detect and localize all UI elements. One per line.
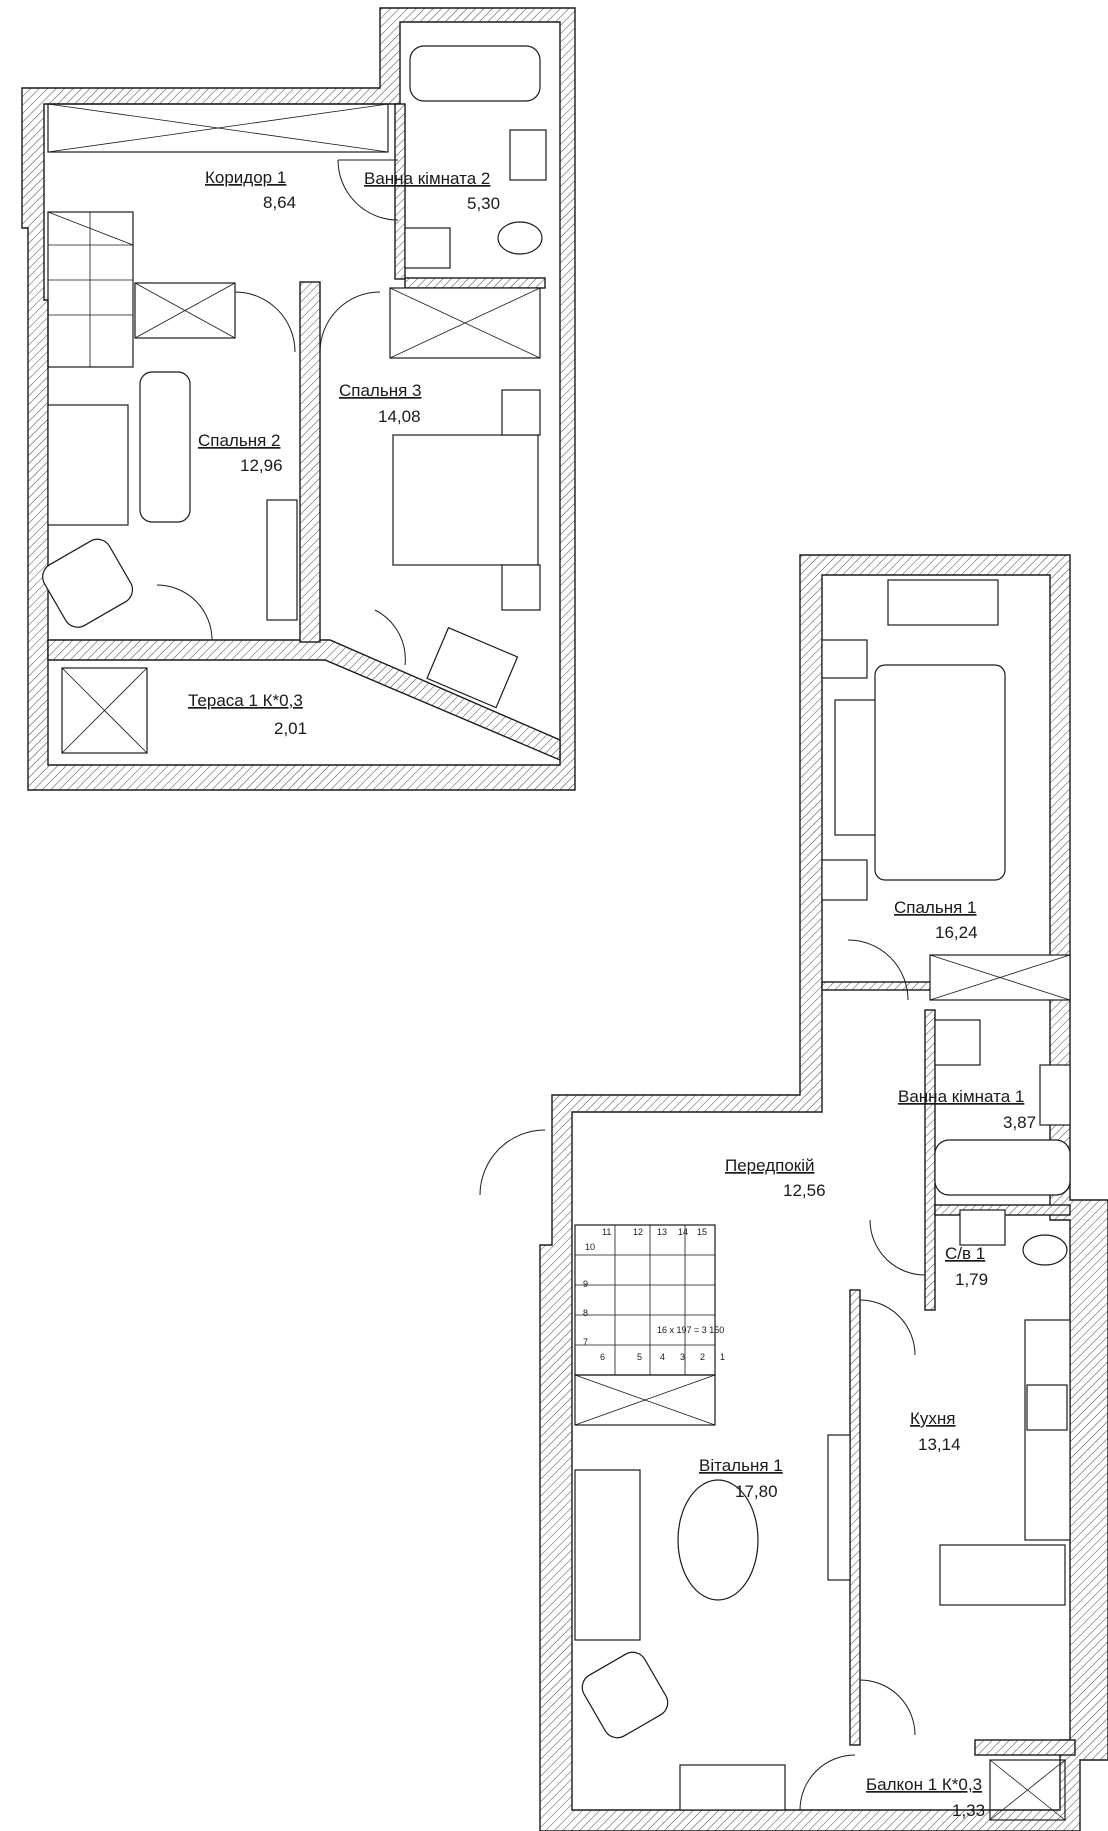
bed-bedroom-3 bbox=[392, 434, 539, 566]
label-hallway: Передпокій bbox=[725, 1156, 815, 1175]
rug-bedroom-2 bbox=[139, 371, 191, 523]
stair-step-5: 5 bbox=[637, 1352, 642, 1362]
rug-bedroom-1 bbox=[874, 664, 1006, 881]
lower-labels: Спальня 1 16,24 Ванна кімната 1 3,87 Пер… bbox=[583, 898, 1036, 1820]
bathtub-bath-1 bbox=[934, 1139, 1071, 1196]
label-wc-1: С/в 1 bbox=[945, 1244, 985, 1263]
toilet-wc bbox=[1022, 1234, 1068, 1266]
label-bedroom-3: Спальня 3 bbox=[339, 381, 422, 400]
stair-step-2: 2 bbox=[700, 1352, 705, 1362]
bidet-upper bbox=[404, 227, 451, 269]
stair-step-15: 15 bbox=[697, 1227, 707, 1237]
armchair-living bbox=[581, 1651, 669, 1739]
nightstand-1a bbox=[821, 639, 868, 679]
door-bedroom-2 bbox=[234, 291, 296, 353]
label-balcony-1: Балкон 1 К*0,3 bbox=[866, 1775, 982, 1794]
area-bedroom-2: 12,96 bbox=[240, 456, 283, 475]
stair-step-4: 4 bbox=[660, 1352, 665, 1362]
kitchen-table bbox=[939, 1544, 1066, 1606]
sink-wc bbox=[959, 1209, 1006, 1246]
stair-step-8: 8 bbox=[583, 1308, 588, 1318]
door-living-kitchen bbox=[859, 1679, 916, 1736]
bed-bedroom-2 bbox=[47, 404, 129, 526]
label-bathroom-2: Ванна кімната 2 bbox=[364, 169, 490, 188]
stair-note: 16 х 197 = 3 150 bbox=[657, 1325, 724, 1335]
stair-upper bbox=[47, 211, 134, 368]
area-bedroom-3: 14,08 bbox=[378, 407, 421, 426]
stair-step-11: 11 bbox=[602, 1227, 611, 1237]
label-corridor-1: Коридор 1 bbox=[205, 168, 286, 187]
door-terrace-a bbox=[156, 584, 213, 641]
door-balcony bbox=[799, 1754, 856, 1811]
nightstand-top bbox=[501, 389, 541, 436]
label-kitchen: Кухня bbox=[910, 1409, 956, 1428]
label-bedroom-1: Спальня 1 bbox=[894, 898, 977, 917]
desk-bedroom-3 bbox=[426, 626, 519, 709]
stair-step-14: 14 bbox=[678, 1227, 688, 1237]
label-bedroom-2: Спальня 2 bbox=[198, 431, 281, 450]
partition-bedrooms bbox=[299, 281, 321, 643]
door-terrace-b bbox=[374, 609, 406, 666]
upper-floor bbox=[21, 7, 576, 791]
stair-storage bbox=[574, 1374, 716, 1426]
label-bathroom-1: Ванна кімната 1 bbox=[898, 1087, 1024, 1106]
stair-step-3: 3 bbox=[680, 1352, 685, 1362]
washer-bath-1 bbox=[1039, 1064, 1071, 1126]
door-kitchen bbox=[859, 1299, 916, 1356]
partition-balcony bbox=[974, 1739, 1076, 1756]
upper-labels: Коридор 1 8,64 Ванна кімната 2 5,30 Спал… bbox=[188, 168, 500, 738]
desk-bedroom-1 bbox=[887, 579, 999, 626]
area-living-room-1: 17,80 bbox=[735, 1482, 778, 1501]
area-wc-1: 1,79 bbox=[955, 1270, 988, 1289]
door-wc bbox=[869, 1219, 926, 1276]
area-bathroom-2: 5,30 bbox=[467, 194, 500, 213]
tv-unit bbox=[827, 1434, 851, 1581]
nightstand-1b bbox=[821, 859, 868, 901]
stair-block bbox=[574, 1224, 716, 1376]
terrace-skylight bbox=[61, 667, 148, 754]
partition-kitchen-living bbox=[849, 1289, 861, 1746]
area-bathroom-1: 3,87 bbox=[1003, 1113, 1036, 1132]
stair-step-1: 1 bbox=[720, 1352, 725, 1362]
sink-upper bbox=[509, 129, 547, 181]
door-bedroom-3 bbox=[319, 291, 381, 353]
door-entrance bbox=[479, 1129, 546, 1196]
kitchen-hob bbox=[1026, 1384, 1068, 1431]
stair-step-10: 10 bbox=[585, 1242, 595, 1252]
area-corridor-1: 8,64 bbox=[263, 193, 296, 212]
stair-lower-block bbox=[134, 282, 236, 339]
armchair-bedroom-2 bbox=[42, 538, 134, 628]
lower-floor bbox=[479, 554, 1108, 1831]
area-terrace-1: 2,01 bbox=[274, 719, 307, 738]
partition-bath1-left bbox=[924, 1009, 936, 1311]
sink-bath-1 bbox=[934, 1019, 981, 1066]
stair-step-9: 9 bbox=[583, 1279, 588, 1289]
area-hallway: 12,56 bbox=[783, 1181, 826, 1200]
toilet-upper bbox=[497, 221, 543, 255]
nightstand-bottom bbox=[501, 564, 541, 611]
stair-step-6: 6 bbox=[600, 1352, 605, 1362]
sofa bbox=[574, 1469, 641, 1641]
desk-living bbox=[679, 1764, 786, 1811]
label-living-room-1: Вітальня 1 bbox=[699, 1456, 783, 1475]
stair-step-7: 7 bbox=[583, 1337, 588, 1347]
balcony-skylight bbox=[989, 1759, 1066, 1821]
stair-step-13: 13 bbox=[657, 1227, 667, 1237]
living-rug bbox=[677, 1479, 759, 1601]
partition-corridor-bath bbox=[394, 103, 406, 280]
stair-step-12: 12 bbox=[633, 1227, 643, 1237]
label-terrace-1: Тераса 1 К*0,3 bbox=[188, 691, 303, 710]
area-bedroom-1: 16,24 bbox=[935, 923, 978, 942]
area-balcony-1: 1,33 bbox=[952, 1801, 985, 1820]
stair-step-numbers: 1 2 3 4 5 6 7 8 9 10 11 12 13 14 15 bbox=[583, 1227, 725, 1362]
partition-bath-bottom bbox=[404, 277, 546, 289]
desk-bedroom-2 bbox=[266, 499, 298, 621]
terrace-parapet bbox=[47, 639, 561, 762]
door-bath-2 bbox=[337, 159, 399, 221]
bathtub-upper bbox=[409, 45, 541, 102]
area-kitchen: 13,14 bbox=[918, 1435, 961, 1454]
corridor-skylight bbox=[47, 103, 389, 153]
door-bedroom-1 bbox=[847, 939, 909, 1001]
